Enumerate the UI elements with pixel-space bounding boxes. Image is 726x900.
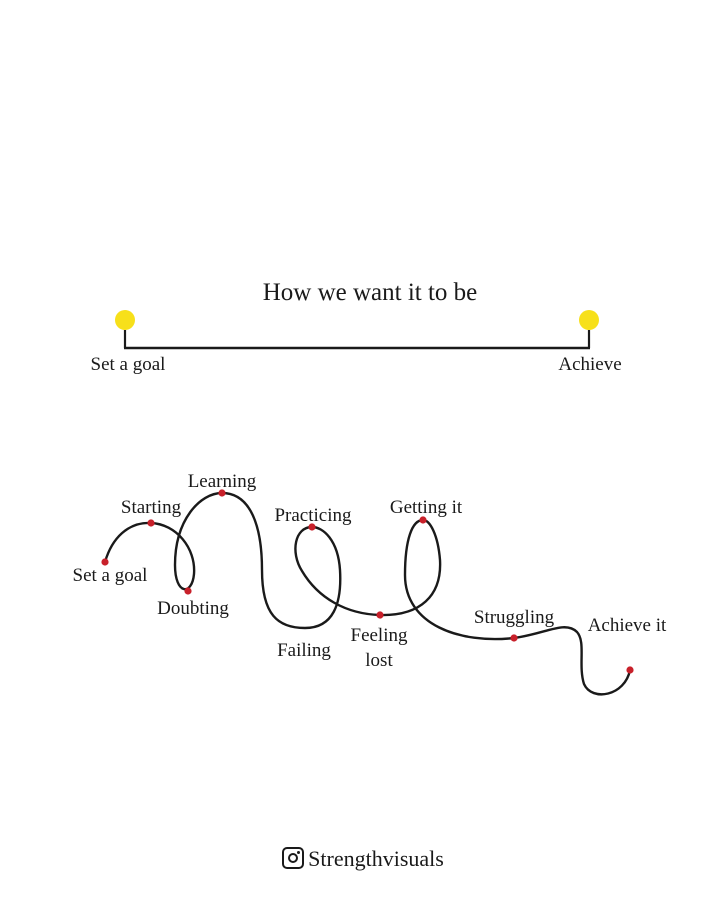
ideal-start-label: Set a goal (91, 354, 166, 375)
reality-stage-points (101, 489, 634, 674)
stage-point-doubting (184, 587, 192, 595)
stage-point-practicing (308, 523, 316, 531)
stage-point-feeling-lost (376, 611, 384, 619)
ideal-start-dot (115, 310, 135, 330)
ideal-title: How we want it to be (263, 279, 478, 306)
stage-label-feeling: Feeling (351, 625, 408, 646)
stage-point-struggling (510, 634, 518, 642)
stage-label-doubting: Doubting (157, 598, 229, 619)
stage-label-achieve-it: Achieve it (588, 615, 667, 636)
stage-point-starting (147, 519, 155, 527)
footer-credit: Strengthvisuals (0, 846, 726, 872)
stage-label-struggling: Struggling (474, 607, 555, 628)
stage-point-learning (218, 489, 226, 497)
ideal-end-label: Achieve (558, 354, 621, 375)
ideal-end-dot (579, 310, 599, 330)
footer-handle: Strengthvisuals (308, 846, 444, 871)
stage-point-set-goal (101, 558, 109, 566)
stage-point-getting-it (419, 516, 427, 524)
stage-label-set-goal: Set a goal (73, 565, 148, 586)
stage-label-practicing: Practicing (274, 505, 352, 526)
instagram-icon (282, 847, 305, 869)
stage-label-failing: Failing (277, 640, 331, 661)
stage-label-learning: Learning (188, 471, 257, 492)
stage-label-starting: Starting (121, 497, 182, 518)
stage-label-getting-it: Getting it (390, 497, 463, 518)
stage-label-lost: lost (365, 650, 393, 671)
reality-stage-labels: Set a goal Starting Doubting Learning Fa… (73, 471, 667, 671)
stage-point-achieve-it (626, 666, 634, 674)
